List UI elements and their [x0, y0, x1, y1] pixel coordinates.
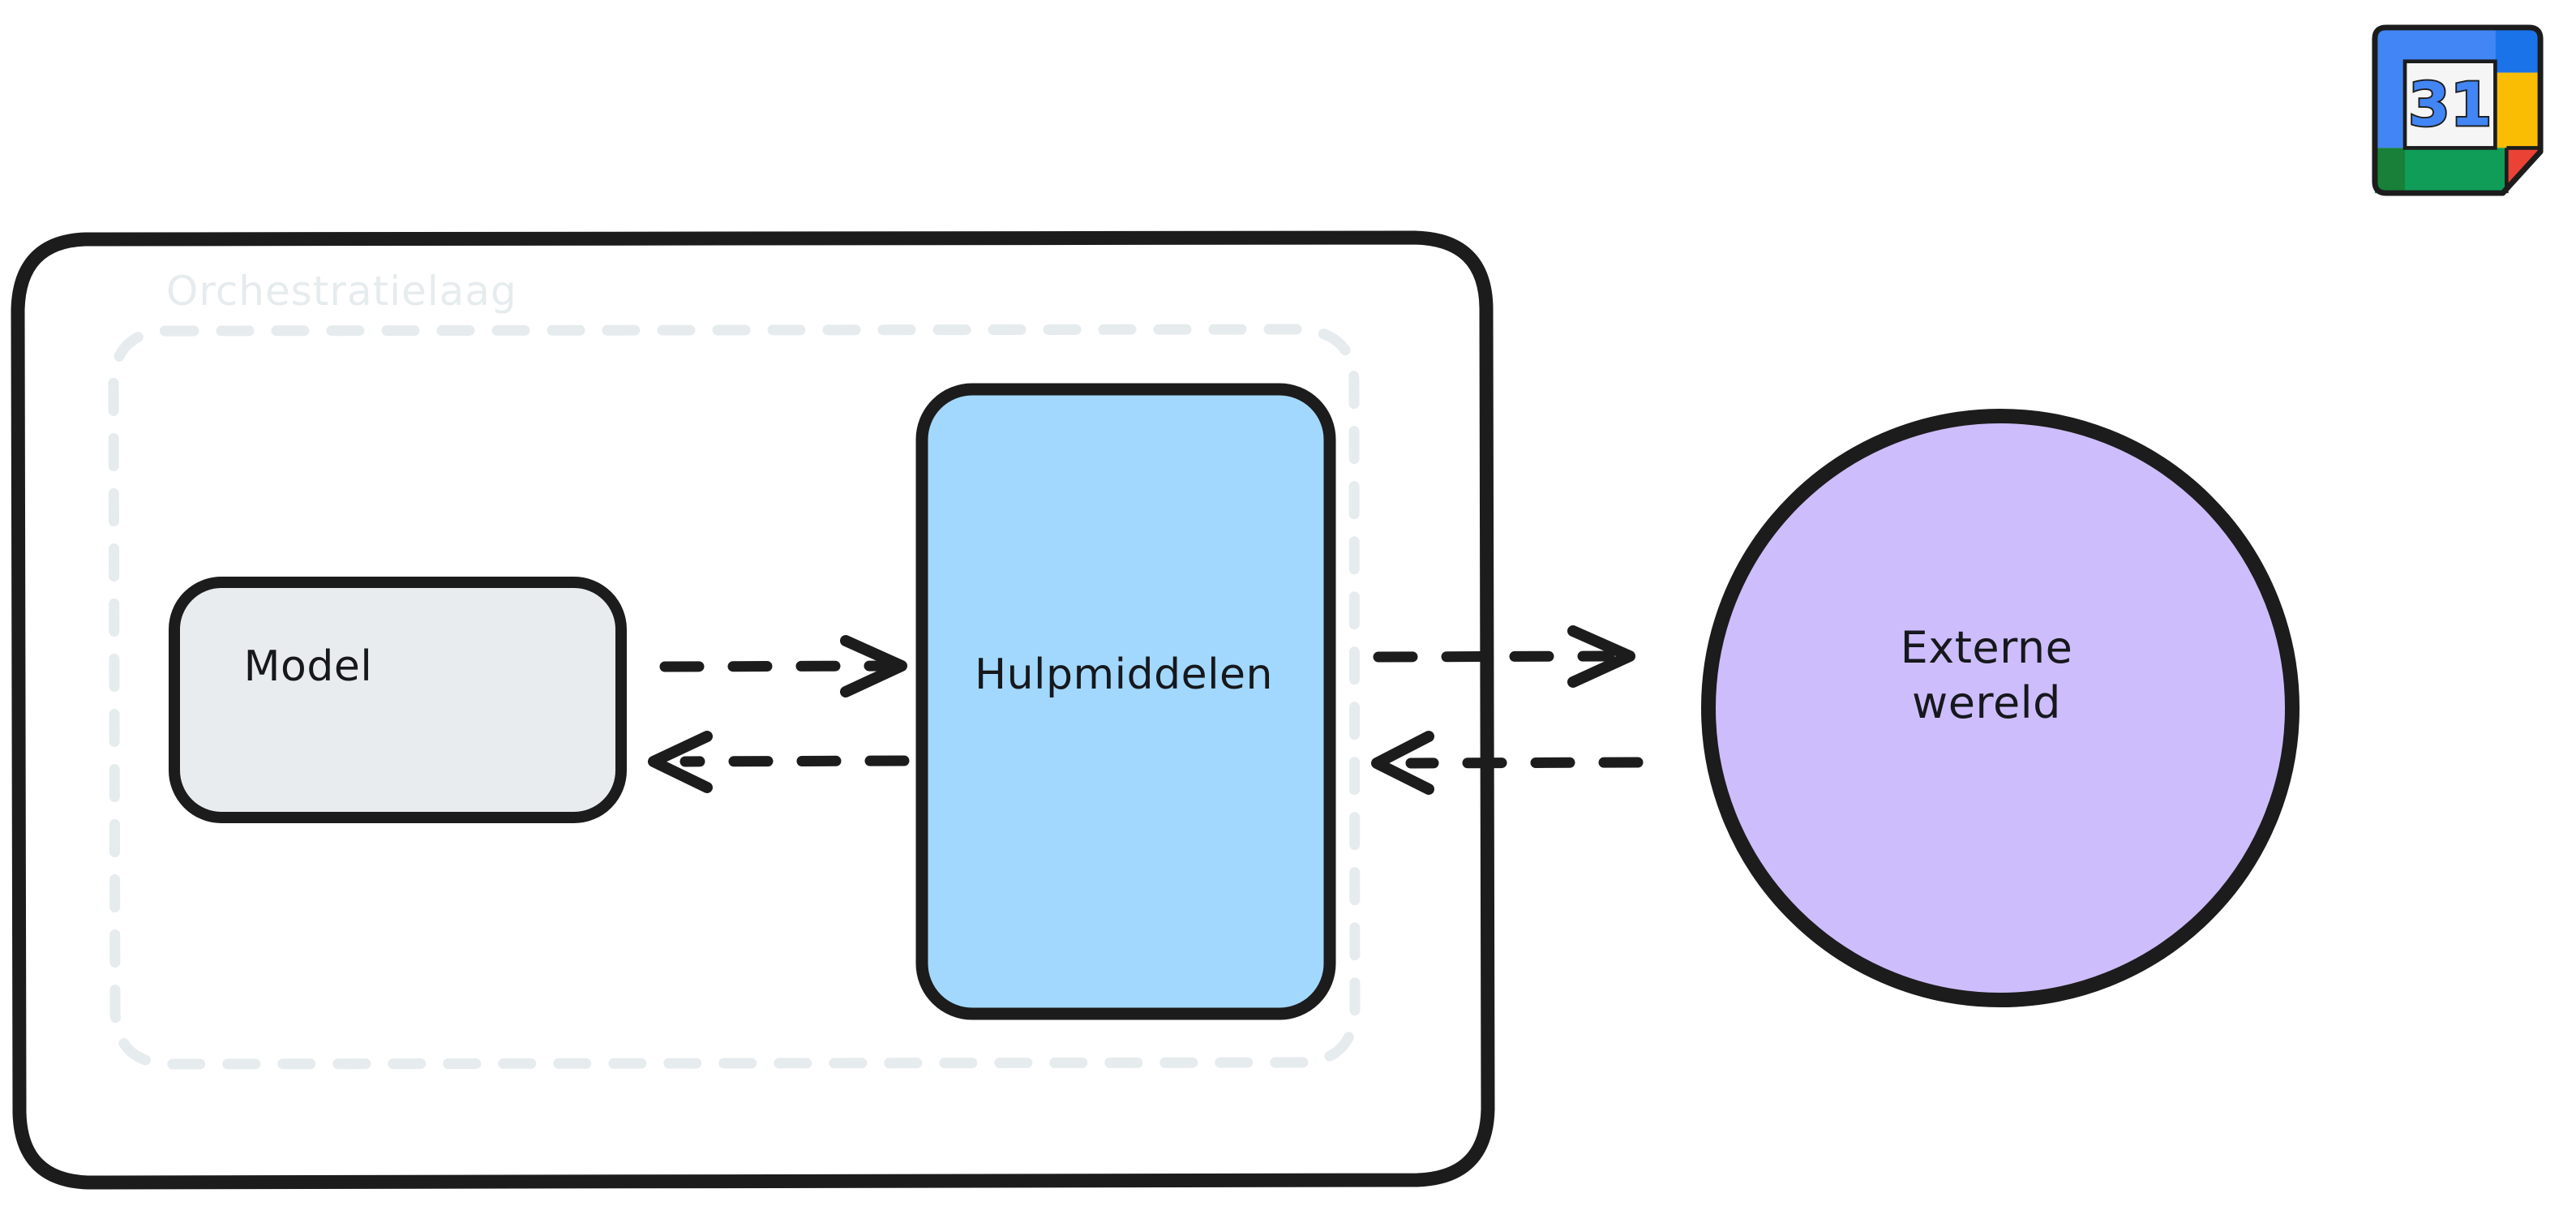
- calendar-day-card: [2402, 59, 2497, 150]
- orchestration-layer-label: Orchestratielaag: [166, 268, 517, 315]
- node-external-world-label: Externe wereld: [1900, 622, 2073, 728]
- calendar-red-fold: [2506, 148, 2541, 194]
- node-tools[interactable]: [915, 383, 1336, 1020]
- calendar-blue-corner: [2495, 27, 2541, 73]
- node-model-label: Model: [243, 642, 373, 691]
- edge-tools-to-external: [1373, 625, 1635, 688]
- edge-tools-to-model: [648, 731, 910, 793]
- orchestration-layer-outline: [108, 324, 1361, 1070]
- calendar-green-dark-panel: [2374, 148, 2406, 194]
- edge-model-to-tools: [659, 635, 907, 697]
- node-model[interactable]: [169, 577, 627, 823]
- google-calendar-icon[interactable]: 31: [2364, 16, 2552, 204]
- calendar-yellow-panel: [2495, 72, 2541, 148]
- edge-external-to-tools: [1371, 731, 1644, 795]
- calendar-day-number: 31: [2408, 70, 2492, 140]
- calendar-outline: [2372, 24, 2544, 196]
- node-tools-label: Hulpmiddelen: [974, 650, 1274, 699]
- node-external-world[interactable]: [1701, 409, 2300, 1007]
